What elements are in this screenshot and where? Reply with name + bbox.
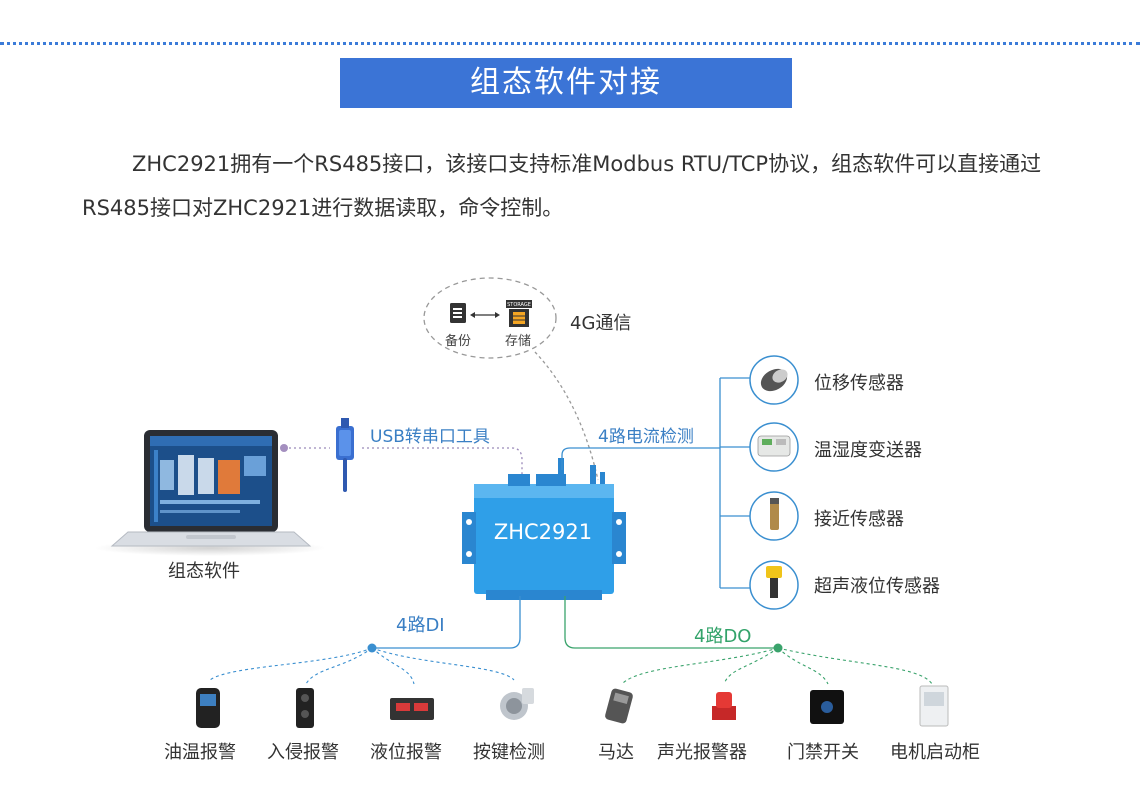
humidity-transmitter-icon — [749, 422, 799, 472]
cloud-outline — [423, 277, 557, 359]
sensor-label-humidity: 温湿度变送器 — [814, 440, 922, 461]
do-item-siren: 声光报警器 — [657, 742, 747, 763]
storage-tag: STORAGE — [507, 302, 531, 308]
usb-link-line — [362, 447, 523, 478]
di-item-level: 液位报警 — [370, 742, 442, 763]
sensor-label-proximity: 接近传感器 — [814, 509, 904, 530]
storage-icon — [506, 300, 532, 327]
laptop-label: 组态软件 — [168, 561, 240, 582]
backup-icon — [450, 303, 466, 323]
displacement-sensor-icon — [749, 355, 799, 405]
section-title: 组态软件对接 — [340, 58, 792, 108]
do-label: 4路DO — [694, 626, 752, 647]
analog-lines — [561, 377, 750, 589]
4g-label: 4G通信 — [570, 313, 632, 334]
usb-cable-icon — [336, 418, 354, 492]
di-lines — [209, 596, 521, 685]
do-lines — [564, 596, 933, 685]
intro-paragraph: ZHC2921拥有一个RS485接口，该接口支持标准Modbus RTU/TCP… — [82, 152, 1042, 220]
storage-label: 存储 — [505, 334, 532, 349]
sensor-label-displacement: 位移传感器 — [814, 373, 904, 394]
dotted-divider — [0, 42, 1140, 45]
button-detect-icon — [500, 688, 534, 720]
motor-starter-cabinet-icon — [919, 685, 949, 727]
usb-label: USB转串口工具 — [370, 427, 490, 447]
do-item-access: 门禁开关 — [787, 742, 859, 763]
ultrasonic-level-sensor-icon — [749, 560, 799, 610]
di-item-button: 按键检测 — [473, 742, 545, 763]
sensor-label-ultrasonic: 超声液位传感器 — [814, 576, 940, 597]
zhc2921-device — [462, 458, 626, 600]
double-arrow-icon — [470, 312, 500, 318]
device-name: ZHC2921 — [493, 520, 593, 544]
backup-label: 备份 — [445, 334, 472, 349]
do-item-starter: 电机启动柜 — [890, 742, 980, 763]
level-alarm-icon — [390, 698, 434, 720]
proximity-sensor-icon — [749, 491, 799, 541]
di-item-oil-temp: 油温报警 — [164, 742, 236, 763]
motor-icon — [605, 688, 633, 724]
access-switch-icon — [810, 690, 844, 724]
oil-temp-alarm-icon — [196, 688, 220, 728]
di-label: 4路DI — [396, 615, 445, 636]
laptop-icon — [94, 430, 326, 556]
siren-alarm-icon — [712, 692, 736, 720]
analog-label: 4路电流检测 — [598, 427, 694, 447]
cloud-link-line — [534, 351, 599, 481]
laptop-link-dot — [280, 444, 288, 452]
do-item-motor: 马达 — [598, 742, 634, 763]
cloud-group — [423, 277, 557, 359]
di-item-intrusion: 入侵报警 — [267, 742, 339, 763]
intrusion-alarm-icon — [296, 688, 314, 728]
